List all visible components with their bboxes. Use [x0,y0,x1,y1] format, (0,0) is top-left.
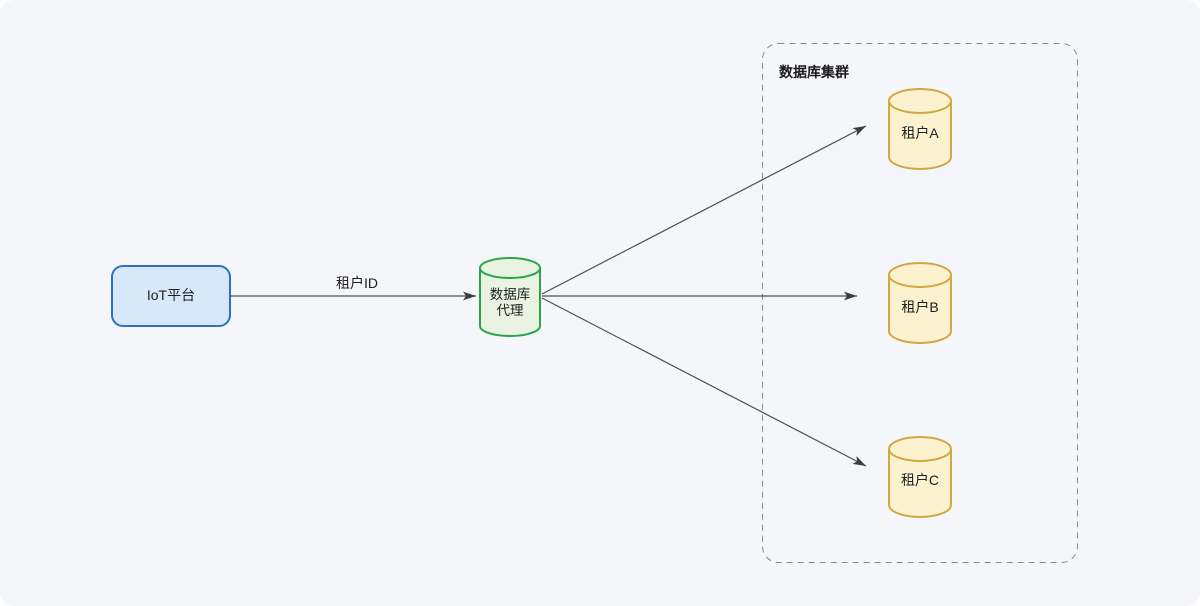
database-cluster-title: 数据库集群 [779,64,849,80]
edge-proxy-to-tenant-a [541,125,867,295]
iot-platform-node [111,265,231,327]
tenant-c-label: 租户C [900,472,940,488]
tenant-a-label: 租户A [901,125,939,141]
database-proxy-label-line1: 数据库 [489,287,531,302]
database-cluster-boundary [762,43,1078,563]
iot-platform-label: IoT平台 [146,287,196,303]
database-proxy-node [479,257,541,337]
tenant-c-database-node [888,436,952,518]
tenant-b-label: 租户B [901,299,939,315]
tenant-id-edge-label: 租户ID [336,275,378,291]
database-proxy-label-line2: 代理 [496,303,524,318]
tenant-a-database-node [888,88,952,170]
edge-proxy-to-tenant-c [541,297,867,467]
tenant-b-database-node [888,262,952,344]
database-proxy-label: 数据库 代理 [478,287,542,319]
